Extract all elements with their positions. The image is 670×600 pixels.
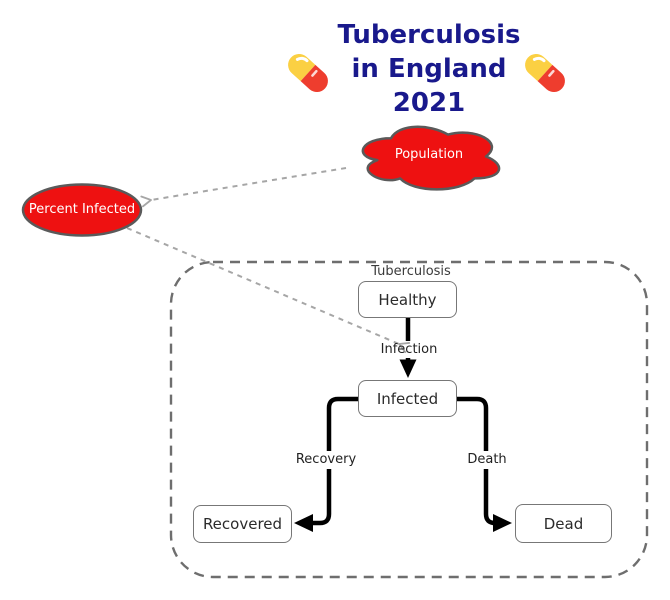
node-dead: Dead [515,504,612,543]
population-label: Population [394,147,464,162]
title-line-1: Tuberculosis [337,20,521,50]
page-title: Tuberculosis in England 2021 [337,18,520,120]
pill-icon [525,53,565,93]
node-healthy: Healthy [358,281,457,318]
model-container-border [169,260,649,579]
infection-edge-label: Infection [380,342,438,357]
node-healthy-label: Healthy [378,290,437,309]
edge-population-to-percent-infected [140,167,347,208]
title-line-3: 2021 [392,88,466,118]
node-recovered-label: Recovered [202,515,283,533]
node-recovered: Recovered [193,505,292,543]
population-cloud [361,125,501,191]
title-line-2: in England [351,54,507,84]
pill-icon [288,53,328,93]
percent-infected-ellipse [21,183,143,237]
node-infected: Infected [358,380,457,417]
node-infected-label: Infected [376,389,439,408]
node-dead-label: Dead [543,514,584,533]
percent-infected-label: Percent Infected [28,202,136,217]
death-edge-label: Death [463,451,511,469]
recovery-edge-label: Recovery [291,451,361,469]
container-label: Tuberculosis [371,264,451,279]
